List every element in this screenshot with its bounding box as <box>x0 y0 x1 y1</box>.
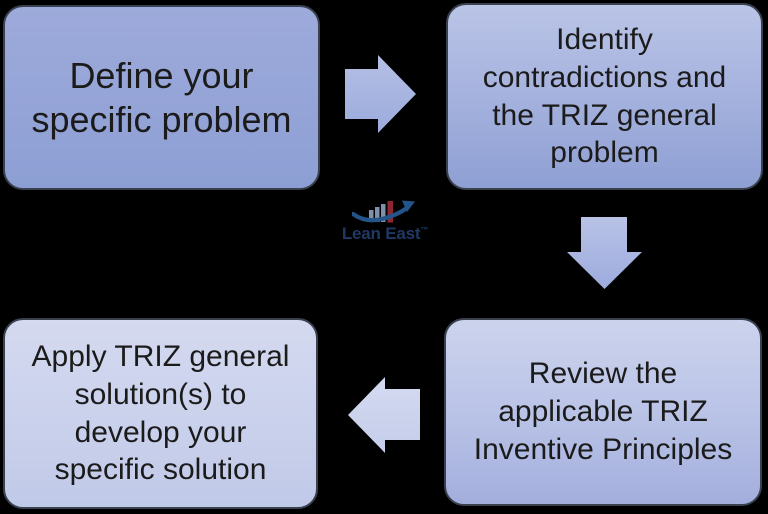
step-apply-general-solution: Apply TRIZ general solution(s) to develo… <box>3 318 318 509</box>
arrow-left-icon <box>348 377 420 453</box>
step-identify-contradictions: Identify contradictions and the TRIZ gen… <box>446 3 763 190</box>
step-review-inventive-principles: Review the applicable TRIZ Inventive Pri… <box>444 318 762 506</box>
logo-text: Lean East <box>341 224 421 243</box>
logo-wordmark: Lean East™ <box>341 224 429 243</box>
step-label: Apply TRIZ general solution(s) to develo… <box>31 339 290 487</box>
arrow-down-icon <box>567 217 642 289</box>
bar-chart-growth-arrow-icon <box>352 200 415 223</box>
lean-east-logo: Lean East™ <box>330 200 440 248</box>
step-label: Identify contradictions and the TRIZ gen… <box>482 22 727 170</box>
step-define-specific-problem: Define your specific problem <box>3 5 320 190</box>
trademark-symbol: ™ <box>420 225 429 235</box>
arrow-right-icon <box>345 55 416 133</box>
step-label: Review the applicable TRIZ Inventive Pri… <box>473 357 733 466</box>
step-label: Define your specific problem <box>31 54 292 140</box>
